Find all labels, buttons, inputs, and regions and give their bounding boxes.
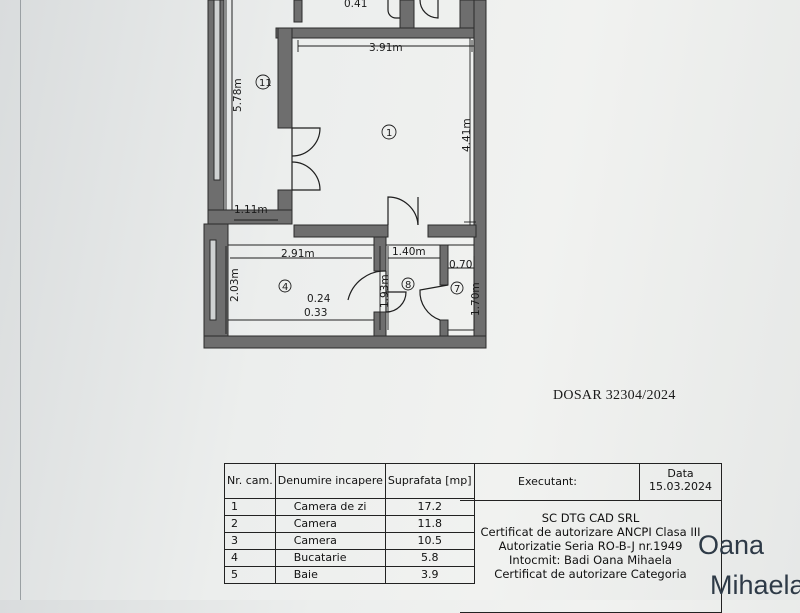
dim-label: 1.93m — [379, 274, 391, 308]
door-swings — [291, 0, 449, 321]
room-number: 4 — [282, 282, 288, 293]
cell-area: 10.5 — [384, 532, 475, 550]
cell-name: Camera — [274, 532, 386, 550]
executant-header: Executant: Data 15.03.2024 — [460, 464, 721, 501]
dimension-lines — [225, 0, 476, 334]
dim-label: 5.78m — [232, 78, 244, 112]
cell-nr: 1 — [224, 498, 276, 516]
table-row: 2 Camera 11.8 — [224, 515, 475, 533]
dim-label: 0.24 — [307, 293, 331, 305]
cell-name: Camera de zi — [274, 498, 386, 516]
dim-label: 3.91m — [369, 42, 403, 54]
cell-name: Bucatarie — [274, 549, 386, 567]
plan-inner-lines — [228, 0, 474, 331]
dim-label: 0.41 — [344, 0, 367, 10]
certificate-line: Certificat de autorizare ANCPI Clasa III — [480, 525, 701, 539]
plan-walls — [203, 0, 487, 349]
date-cell: Data 15.03.2024 — [639, 464, 721, 500]
rooms-table: Nr. cam. Denumire incapere Suprafata [mp… — [224, 463, 475, 584]
cell-nr: 2 — [224, 515, 276, 533]
header-name: Denumire incapere — [274, 463, 386, 499]
room-number: 8 — [405, 280, 411, 291]
company-name: SC DTG CAD SRL — [541, 511, 640, 525]
executant-details: SC DTG CAD SRL Certificat de autorizare … — [460, 511, 721, 581]
floor-plan: 0.41 3.91m 5.78m 4.41m 1.11m 2.91m 1.40m… — [203, 0, 487, 349]
cell-name: Camera — [274, 515, 386, 533]
prepared-by-line: Intocmit: Badi Oana Mihaela — [509, 553, 672, 567]
cell-name: Baie — [274, 566, 386, 584]
signature: Oana Mihaela — [698, 530, 800, 600]
dim-label: 1.11m — [234, 204, 268, 216]
signature-line2: Mihaela — [710, 570, 800, 600]
cell-area: 3.9 — [384, 566, 475, 584]
date-label: Data — [667, 467, 694, 480]
dim-label: 0.70 — [449, 259, 472, 271]
cell-area: 5.8 — [384, 549, 475, 567]
cell-nr: 3 — [224, 532, 276, 550]
table-row: 4 Bucatarie 5.8 — [224, 549, 475, 567]
dossier-number: DOSAR 32304/2024 — [553, 388, 676, 403]
table-row: 1 Camera de zi 17.2 — [224, 498, 475, 516]
dim-label: 2.91m — [281, 248, 315, 260]
certificate-category-line: Certificat de autorizare Categoria — [494, 567, 687, 581]
date-value: 15.03.2024 — [649, 480, 712, 493]
dim-label: 1.70m — [470, 282, 482, 316]
header-nr: Nr. cam. — [224, 463, 276, 499]
executant-box: Executant: Data 15.03.2024 SC DTG CAD SR… — [460, 463, 722, 613]
dim-label: 4.41m — [461, 118, 473, 152]
room-number-circles — [255, 74, 464, 295]
signature-line1: Oana — [698, 530, 765, 560]
room-number: 1 — [386, 128, 392, 139]
executant-label: Executant: — [518, 475, 577, 488]
table-header-row: Nr. cam. Denumire incapere Suprafata [mp… — [224, 463, 475, 499]
table-row: 5 Baie 3.9 — [224, 566, 475, 584]
dim-label: 0.33 — [304, 307, 327, 319]
sheet-edge — [20, 0, 21, 600]
table-row: 3 Camera 10.5 — [224, 532, 475, 550]
cell-nr: 5 — [224, 566, 276, 584]
cell-nr: 4 — [224, 549, 276, 567]
dim-label: 2.03m — [229, 268, 241, 302]
dim-label: 1.40m — [392, 246, 426, 258]
room-number: 7 — [454, 284, 460, 295]
authorization-line: Autorizatie Seria RO-B-J nr.1949 — [498, 539, 683, 553]
room-number: 11 — [259, 78, 272, 89]
